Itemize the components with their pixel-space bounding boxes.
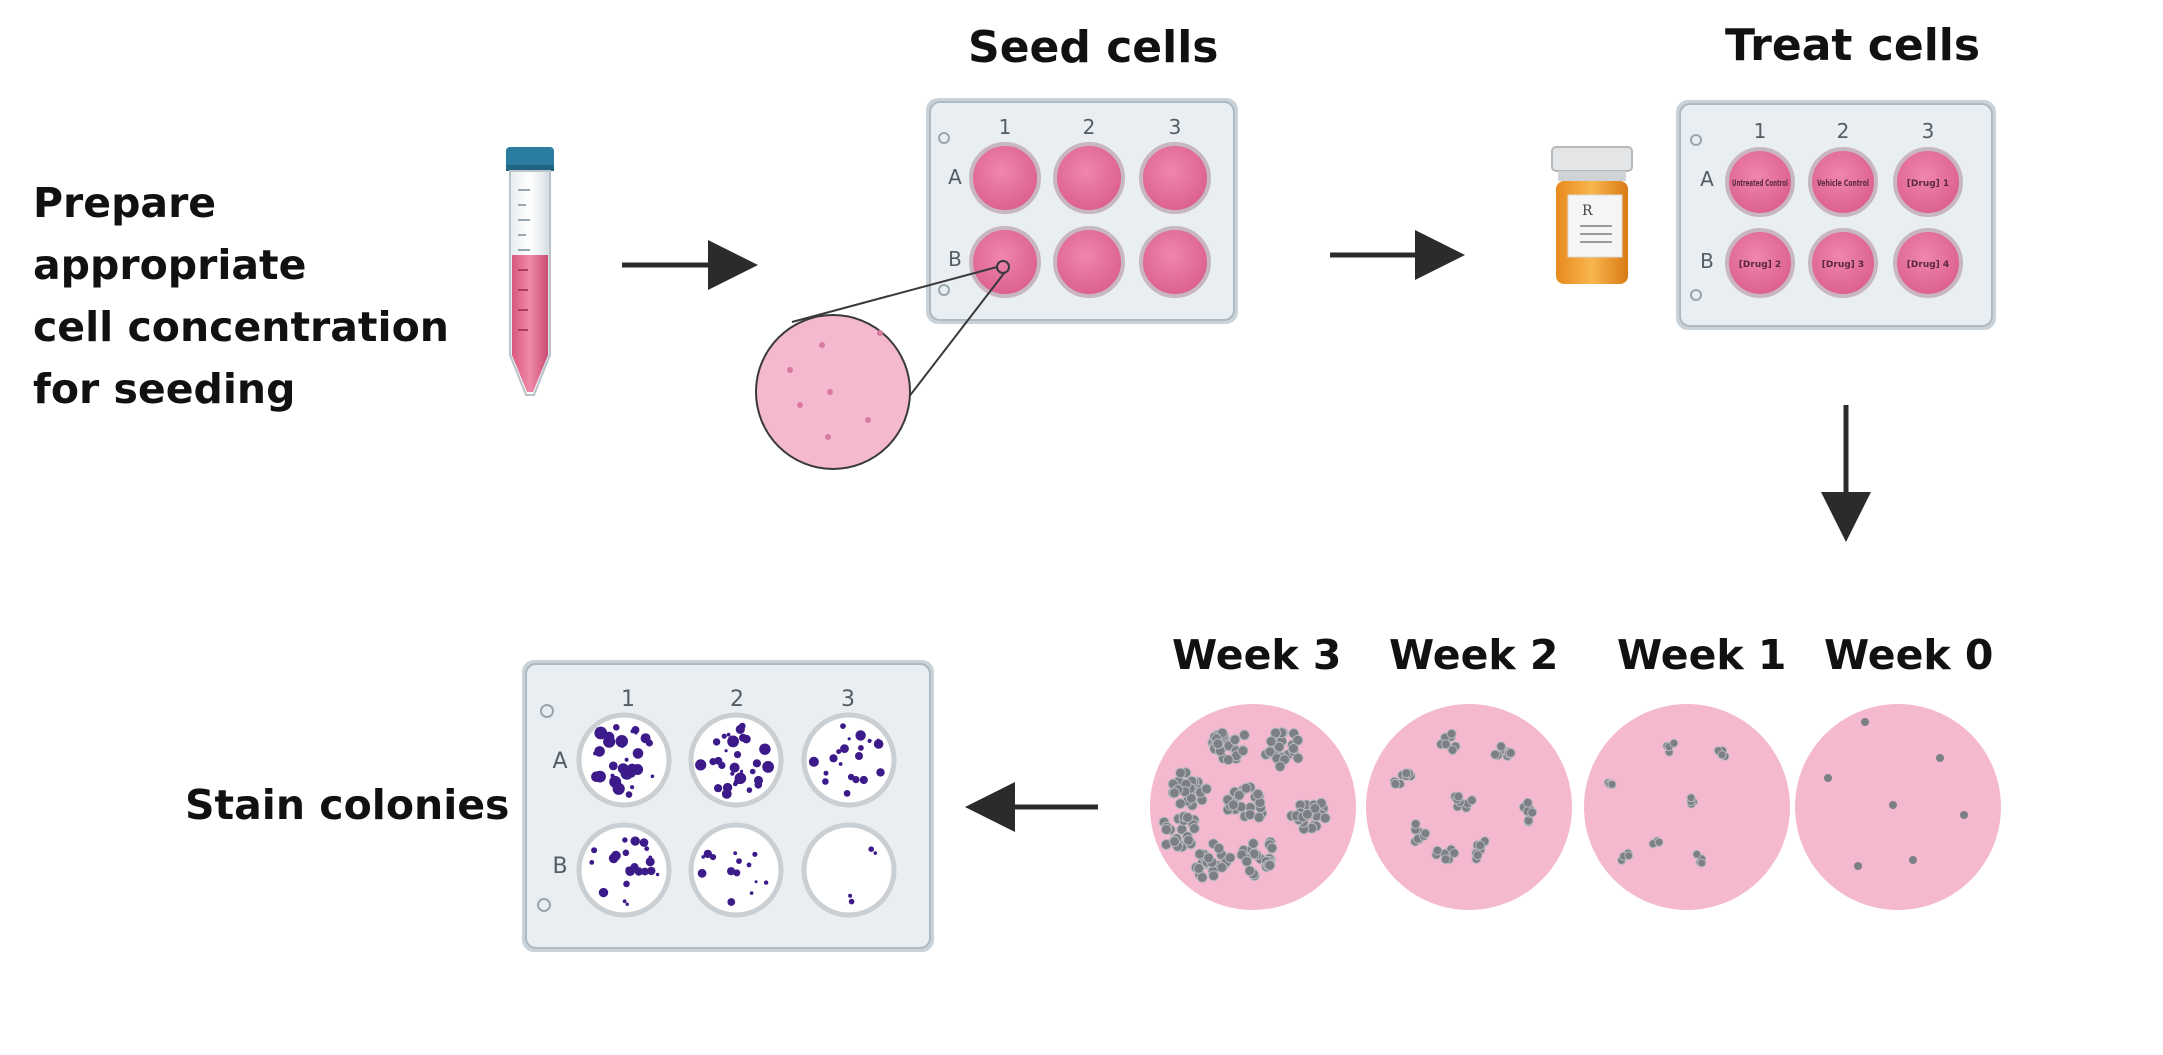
stain-row-a: A <box>552 749 567 774</box>
week-2-label: Week 2 <box>1389 631 1559 679</box>
step-treat-title: Treat cells <box>1725 20 1981 71</box>
seed-row-b: B <box>948 247 962 271</box>
treat-well-b2-label: [Drug] 3 <box>1822 260 1864 270</box>
seed-well-a2 <box>1053 142 1125 214</box>
treat-well-a2-label: Vehicle Control <box>1817 179 1869 189</box>
week-2-dish <box>1366 704 1572 910</box>
seed-col-2: 2 <box>1083 115 1096 139</box>
week-1-dish <box>1584 704 1790 910</box>
step-stain-label: Stain colonies <box>185 781 510 829</box>
stain-plate: 1 2 3 A B <box>522 660 934 952</box>
prepare-line-3: for seeding <box>33 365 296 413</box>
treat-row-a: A <box>1700 167 1714 191</box>
conical-tube-icon <box>506 147 554 396</box>
seed-col-1: 1 <box>999 115 1012 139</box>
step-prepare-label: Prepare appropriate cell concentration f… <box>33 172 493 420</box>
treat-col-2: 2 <box>1837 119 1850 143</box>
treat-plate: 1 2 3 A B Untreated Control Vehicle Cont… <box>1676 100 1996 330</box>
seed-well-a1 <box>969 142 1041 214</box>
week-3-dish <box>1150 704 1356 910</box>
seed-well-a3 <box>1139 142 1211 214</box>
prepare-line-2: cell concentration <box>33 303 449 351</box>
stain-col-2: 2 <box>730 687 744 712</box>
treat-col-3: 3 <box>1922 119 1935 143</box>
week-0-label: Week 0 <box>1824 631 1994 679</box>
treat-well-a1-label: Untreated Control <box>1732 179 1788 189</box>
seed-col-3: 3 <box>1169 115 1182 139</box>
seed-well-b3 <box>1139 226 1211 298</box>
seed-well-b2 <box>1053 226 1125 298</box>
week-1-label: Week 1 <box>1617 631 1787 679</box>
week-3-label: Week 3 <box>1172 631 1342 679</box>
magnifier-circle-icon <box>755 266 1006 470</box>
treat-well-b3-label: [Drug] 4 <box>1907 260 1949 270</box>
prepare-line-1: Prepare appropriate <box>33 179 307 289</box>
treat-col-1: 1 <box>1754 119 1767 143</box>
treat-well-a3-label: [Drug] 1 <box>1907 179 1949 189</box>
pill-bottle-icon: R <box>1551 146 1633 284</box>
step-seed-title: Seed cells <box>968 22 1219 73</box>
treat-row-b: B <box>1700 249 1714 273</box>
seed-plate: 1 2 3 A B <box>926 98 1238 324</box>
stain-col-1: 1 <box>621 687 635 712</box>
week-0-dish <box>1795 704 2001 910</box>
stain-row-b: B <box>552 854 567 879</box>
treat-well-b1-label: [Drug] 2 <box>1739 260 1781 270</box>
svg-text:R: R <box>1582 203 1593 219</box>
stain-col-3: 3 <box>841 687 855 712</box>
seed-row-a: A <box>948 165 962 189</box>
